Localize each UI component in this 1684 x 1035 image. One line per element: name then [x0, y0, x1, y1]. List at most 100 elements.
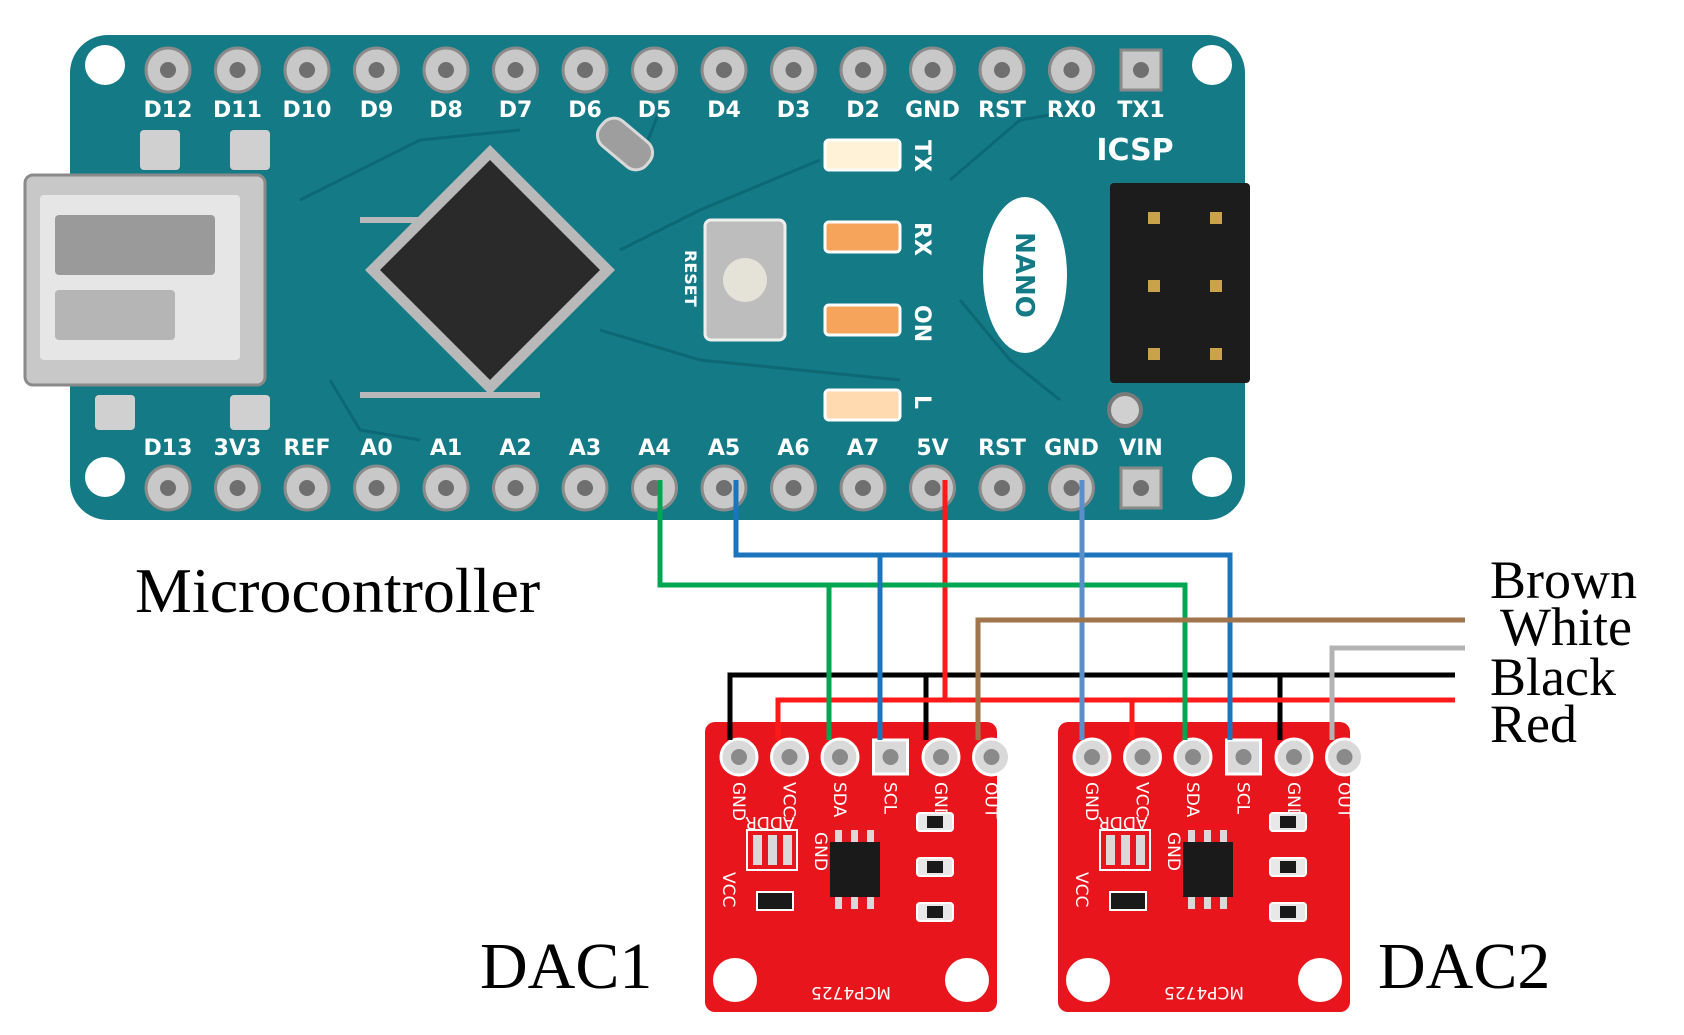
usb-connector-icon — [23, 130, 270, 430]
pin-label-bottom: D13 — [144, 436, 193, 461]
icsp-header-icon — [1110, 183, 1250, 383]
pin-a7 — [839, 464, 887, 512]
addr-label: ADDR — [745, 812, 795, 832]
pin-rst — [978, 46, 1026, 94]
pin-d2 — [839, 46, 887, 94]
gnd-silk: GND — [810, 832, 830, 871]
led-on — [823, 303, 902, 337]
pin-a2 — [492, 464, 539, 512]
mount-hole — [1192, 457, 1232, 497]
mount-hole — [945, 958, 989, 1002]
led-label-rx: RX — [909, 222, 934, 256]
pin-ref — [283, 464, 331, 512]
dac-pin-gnd — [1274, 737, 1314, 777]
legend-white: White — [1500, 597, 1632, 657]
pin-a4 — [631, 464, 678, 512]
pin-label-bottom: A5 — [708, 436, 740, 461]
pin-d8 — [422, 46, 470, 94]
pin-label-top: D8 — [429, 98, 463, 123]
addr-label: ADDR — [1098, 812, 1148, 832]
pin-rst — [978, 464, 1026, 512]
dac-pin-scl — [1225, 738, 1262, 776]
jumper-pad — [1136, 835, 1145, 865]
pin-gnd — [1048, 464, 1095, 512]
dac2-caption: DAC2 — [1378, 930, 1550, 1003]
pin-label-top: D10 — [283, 98, 332, 123]
bottom-pin-row — [144, 464, 1163, 512]
dac-pin-label: SCL — [1233, 782, 1253, 815]
pin-label-bottom: A3 — [569, 436, 601, 461]
dac-pin-scl — [872, 738, 909, 776]
jumper-pad — [1106, 835, 1115, 865]
dac-pin-gnd — [719, 737, 759, 777]
dac-pin-label: GND — [728, 782, 748, 821]
board-pcb — [70, 35, 1245, 520]
mount-hole — [85, 457, 125, 497]
legend-red: Red — [1490, 694, 1577, 754]
chip-silk-label: MCP4725 — [1164, 982, 1244, 1002]
pin-label-top: TX1 — [1117, 98, 1164, 123]
pin-label-top: D7 — [499, 98, 533, 123]
pin-d9 — [353, 46, 400, 94]
dac-pin-sda — [820, 737, 860, 777]
wire-blue-scl — [733, 480, 1233, 740]
pin-label-bottom: A1 — [430, 436, 462, 461]
dac-pin-label: GND — [930, 782, 950, 821]
pin-label-bottom: 5V — [916, 436, 948, 461]
wires — [657, 480, 1465, 740]
reset-button[interactable] — [703, 218, 787, 342]
wire-legend: Brown White Black Red — [1490, 550, 1637, 754]
wire-brown-out — [975, 617, 1465, 740]
wire-black-bus — [727, 672, 1455, 740]
nano-label: NANO — [1009, 232, 1039, 318]
pin-label-top: D4 — [707, 98, 741, 123]
icsp-label: ICSP — [1096, 133, 1173, 168]
pin-a1 — [422, 464, 470, 512]
pin-label-bottom: A7 — [847, 436, 879, 461]
pin-label-top: D12 — [144, 98, 193, 123]
nano-logo — [983, 197, 1067, 353]
pin-label-bottom: VIN — [1119, 436, 1163, 461]
pin-d11 — [214, 46, 261, 94]
pin-d13 — [144, 464, 192, 512]
pin-a6 — [770, 464, 817, 512]
dac-pin-label: VCC — [1132, 782, 1152, 817]
dac-pin-label: OUT — [981, 782, 1001, 819]
pin-label-top: D9 — [360, 98, 394, 123]
pin-label-bottom: A4 — [638, 436, 670, 461]
dac-pin-label: OUT — [1334, 782, 1354, 819]
pin-a3 — [561, 464, 609, 512]
legend-brown: Brown — [1490, 550, 1637, 610]
pin-label-bottom: GND — [1044, 436, 1099, 461]
addr-jumper — [1099, 829, 1151, 871]
pin-a5 — [700, 464, 748, 512]
dac-pin-vcc — [770, 737, 809, 777]
gnd-silk: GND — [1163, 832, 1183, 871]
pin-gnd — [909, 46, 956, 94]
wire-green-sda — [657, 480, 1188, 740]
dac-pin-label: GND — [1283, 782, 1303, 821]
resistor — [756, 891, 794, 911]
led-label-l: L — [909, 395, 934, 409]
jumper-pad — [753, 835, 762, 865]
dac-pin-gnd — [1072, 737, 1112, 777]
mount-hole — [1298, 958, 1342, 1002]
crystal-icon — [595, 116, 655, 172]
led-tx — [823, 138, 902, 172]
pin-d5 — [631, 46, 678, 94]
led-l — [823, 388, 902, 422]
board-leds — [823, 138, 902, 422]
wire-white-out — [1329, 645, 1465, 740]
mount-hole — [85, 45, 125, 85]
pin-a0 — [353, 464, 400, 512]
atmega-chip-icon — [360, 145, 615, 398]
microcontroller-caption: Microcontroller — [135, 555, 540, 626]
dac1-caption: DAC1 — [480, 930, 652, 1003]
top-pin-row — [144, 46, 1163, 94]
addr-jumper — [746, 829, 798, 871]
